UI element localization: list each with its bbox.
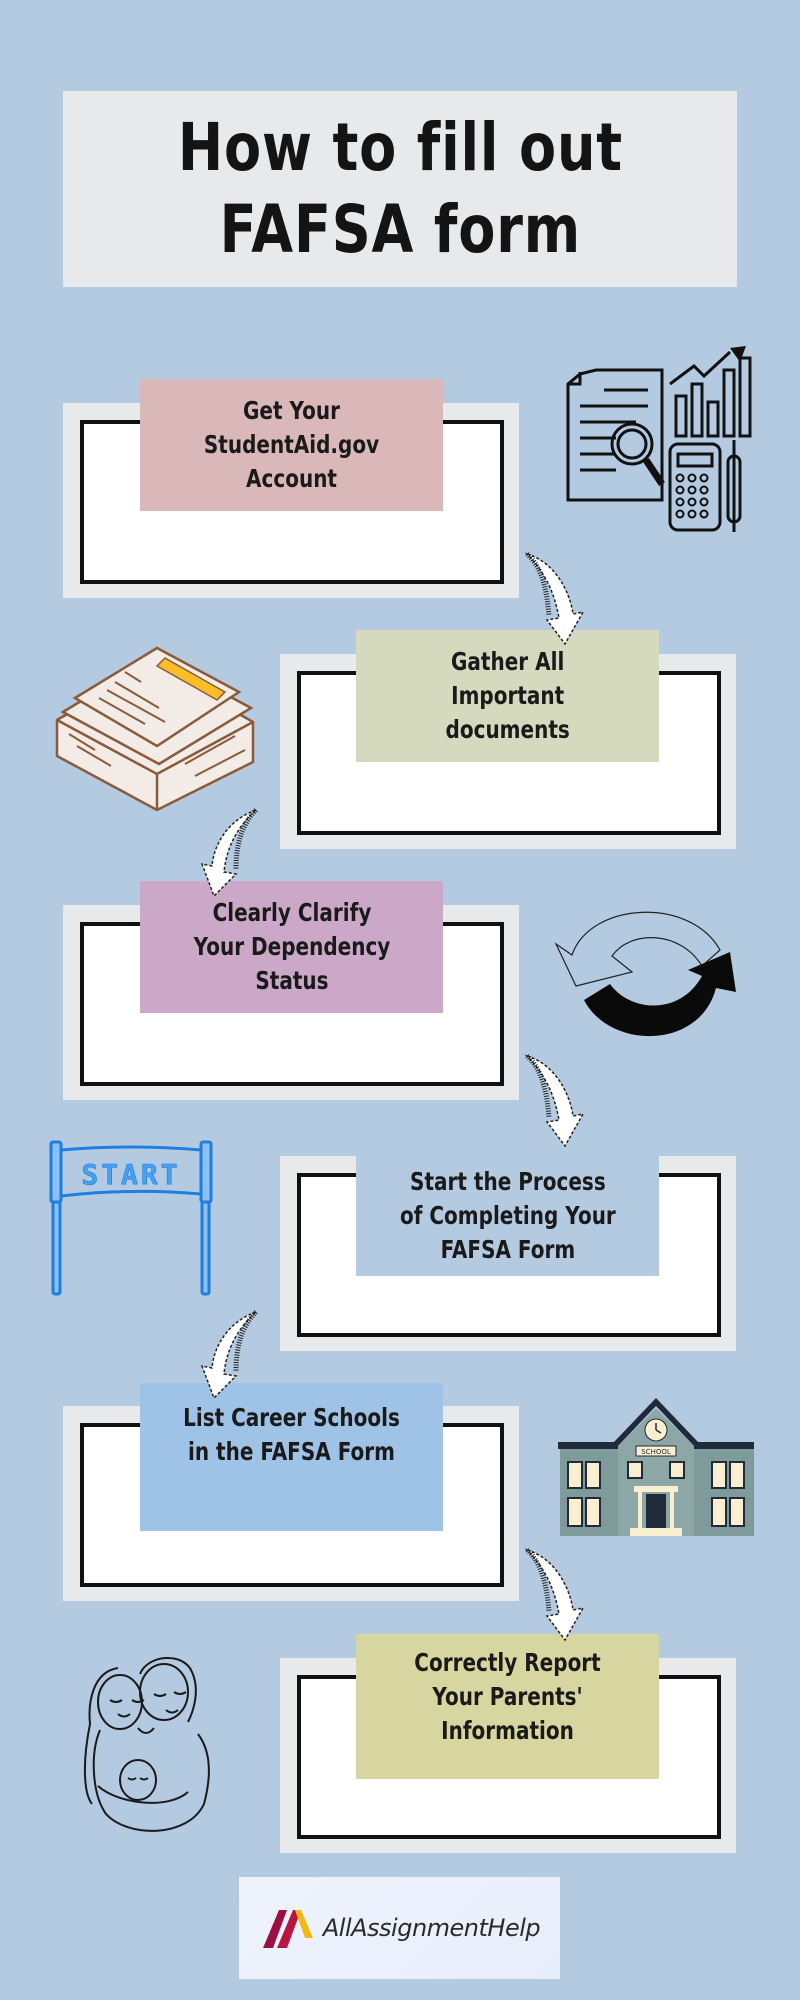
page-title-line-2: FAFSA form	[219, 191, 581, 268]
step-1-label-box: Get Your StudentAid.gov Account	[140, 379, 443, 511]
school-sign-text: SCHOOL	[641, 1448, 671, 1456]
brand-logo[interactable]: AllAssignmentHelp	[239, 1877, 560, 1979]
step-5-label: List Career Schools in the FAFSA Form	[183, 1403, 400, 1466]
brand-logo-mark-icon	[262, 1910, 313, 1948]
arrow-down-right-2-icon	[524, 1054, 585, 1148]
title-banner: How to fill out FAFSA form	[63, 91, 737, 287]
page-title-line-1: How to fill out	[177, 109, 623, 186]
family-icon	[83, 1657, 210, 1832]
cycle-arrows-icon	[554, 911, 736, 1037]
paper-stack-icon	[55, 646, 255, 812]
step-3-label: Clearly Clarify Your Dependency Status	[193, 898, 390, 995]
step-5-label-box: List Career Schools in the FAFSA Form	[140, 1383, 443, 1531]
step-4-label: Start the Process of Completing Your FAF…	[399, 1167, 616, 1264]
step-1-label: Get Your StudentAid.gov Account	[203, 396, 380, 493]
arrow-down-left-2-icon	[200, 1310, 258, 1400]
start-banner-text: START	[81, 1158, 180, 1191]
start-banner-icon: START	[49, 1140, 213, 1296]
school-building-icon: SCHOOL	[558, 1398, 754, 1536]
arrow-down-left-1-icon	[200, 808, 258, 898]
step-6-label: Correctly Report Your Parents' Informati…	[414, 1648, 601, 1745]
brand-name: AllAssignmentHelp	[322, 1914, 541, 1942]
step-4-label-box: Start the Process of Completing Your FAF…	[356, 1156, 659, 1276]
step-2-label-box: Gather All Important documents	[356, 630, 659, 762]
step-2-label: Gather All Important documents	[445, 647, 570, 744]
arrow-down-right-1-icon	[524, 552, 585, 646]
step-3-label-box: Clearly Clarify Your Dependency Status	[140, 881, 443, 1013]
arrow-down-right-3-icon	[524, 1548, 585, 1642]
documents-chart-calculator-icon	[566, 346, 752, 532]
step-6-label-box: Correctly Report Your Parents' Informati…	[356, 1634, 659, 1779]
